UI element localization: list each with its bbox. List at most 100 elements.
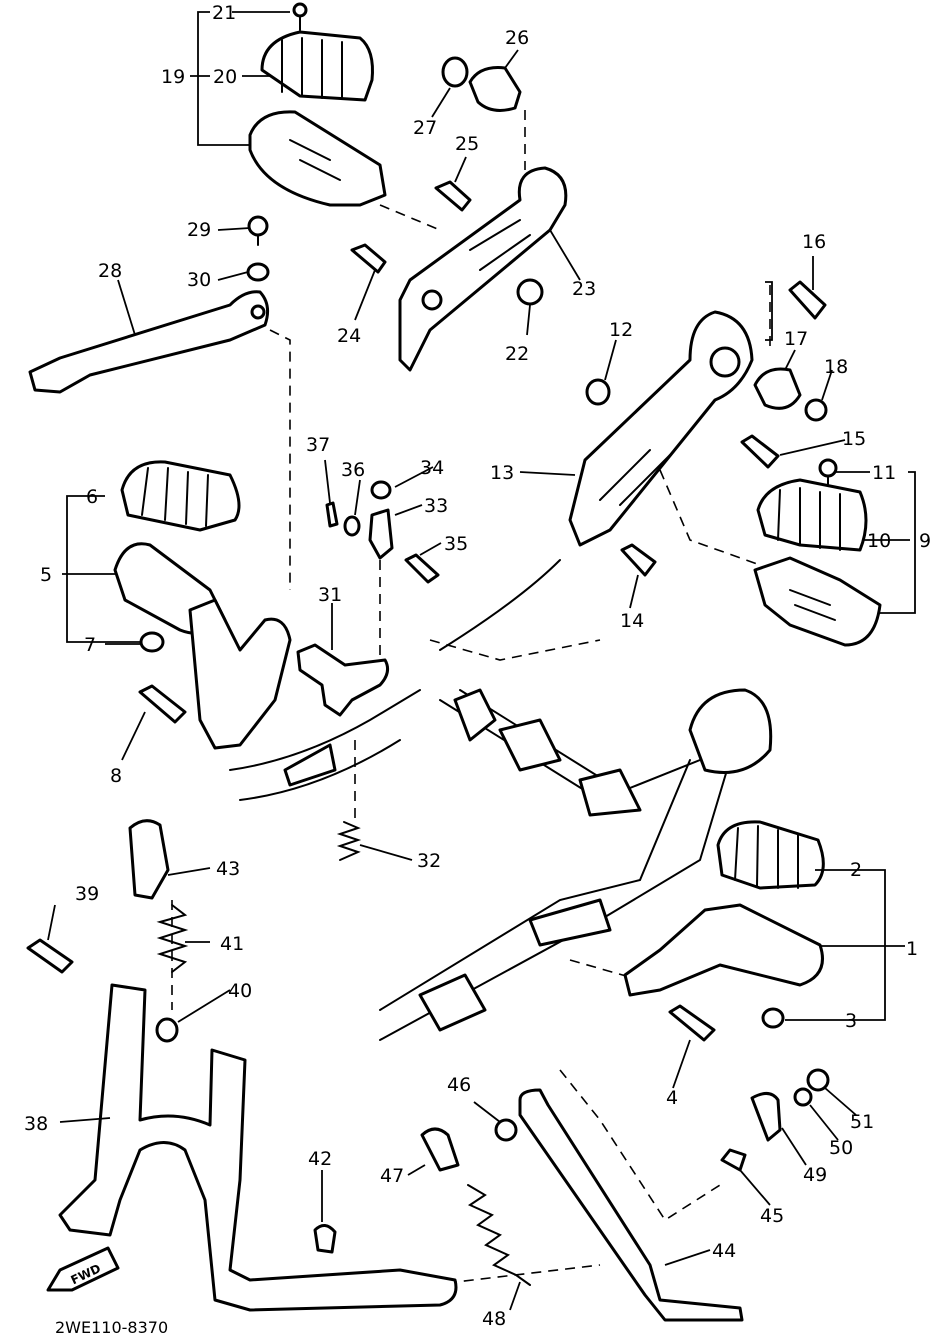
part-8-bolt: [138, 684, 187, 724]
part-23-footrest-bracket: [398, 166, 568, 372]
part-39-bolt: [26, 938, 74, 974]
callout-33: 33: [424, 495, 448, 517]
part-42-nut: [313, 1224, 337, 1254]
part-30-nut: [246, 262, 270, 282]
part-4-bolt: [668, 1004, 716, 1042]
part-22-nut: [516, 278, 544, 306]
callout-36: 36: [341, 459, 365, 481]
callout-2: 2: [850, 859, 862, 881]
part-33-lever: [368, 508, 394, 560]
callout-44: 44: [712, 1240, 736, 1262]
part-44-side-stand: [518, 1088, 744, 1322]
part-10-footrest-rubber: [756, 478, 868, 552]
part-19-footrest: [248, 110, 387, 207]
callout-19: 19: [161, 66, 185, 88]
callout-40: 40: [228, 980, 252, 1002]
part-9-footrest: [753, 556, 882, 647]
callout-16: 16: [802, 231, 826, 253]
callout-35: 35: [444, 533, 468, 555]
part-1-footrest: [623, 903, 824, 997]
frame-outline: [229, 559, 773, 1041]
callout-3: 3: [845, 1010, 857, 1032]
part-43-plate: [128, 819, 170, 900]
part-47-plate: [420, 1127, 460, 1172]
part-25-bolt: [434, 180, 472, 212]
callout-5: 5: [40, 564, 52, 586]
fwd-direction-arrow: FWD: [46, 1246, 120, 1292]
callout-23: 23: [572, 278, 596, 300]
part-38-main-stand: [58, 983, 458, 1312]
callout-43: 43: [216, 858, 240, 880]
callout-14: 14: [620, 610, 644, 632]
callout-6: 6: [86, 486, 98, 508]
part-12-bushing: [585, 378, 611, 406]
callout-30: 30: [187, 269, 211, 291]
callout-46: 46: [447, 1074, 471, 1096]
callout-10: 10: [867, 530, 891, 552]
part-7-nut: [139, 631, 165, 653]
callout-31: 31: [318, 584, 342, 606]
callout-51: 51: [850, 1111, 874, 1133]
callout-49: 49: [803, 1164, 827, 1186]
part-18-nut: [804, 398, 828, 422]
callout-20: 20: [213, 66, 237, 88]
callout-8: 8: [110, 765, 122, 787]
part-11-bolt: [818, 458, 838, 491]
part-49-plate: [750, 1092, 782, 1142]
callout-18: 18: [824, 356, 848, 378]
part-45-bolt: [720, 1148, 747, 1172]
callout-50: 50: [829, 1137, 853, 1159]
callout-34: 34: [420, 457, 444, 479]
callout-15: 15: [842, 428, 866, 450]
part-32-spring: [336, 821, 362, 861]
callout-41: 41: [220, 933, 244, 955]
part-15-bolt: [740, 434, 780, 469]
part-16-bolt: [788, 280, 827, 320]
callout-29: 29: [187, 219, 211, 241]
part-6-footrest-rubber: [120, 460, 241, 532]
callout-26: 26: [505, 27, 529, 49]
callout-12: 12: [609, 319, 633, 341]
part-36-washer: [343, 515, 361, 537]
callout-numbers: 1 2 3 4 5 6 7 8 9 10 11 12 13 14 15 16 1…: [24, 2, 931, 1330]
part-17-collar: [753, 367, 802, 410]
part-26-collar: [468, 66, 522, 112]
leader-lines: [47, 11, 916, 1311]
callout-4: 4: [666, 1087, 678, 1109]
part-41-spring: [156, 904, 189, 973]
callout-21: 21: [212, 2, 236, 24]
callout-45: 45: [760, 1205, 784, 1227]
callout-11: 11: [872, 462, 896, 484]
part-40-nut: [155, 1017, 179, 1043]
callout-1: 1: [906, 938, 918, 960]
part-51-nut: [806, 1068, 830, 1092]
part-34-nut: [370, 480, 392, 500]
callout-47: 47: [380, 1165, 404, 1187]
part-3-nut: [761, 1007, 785, 1029]
callout-9: 9: [919, 530, 931, 552]
callout-42: 42: [308, 1148, 332, 1170]
part-28-brake-pedal: [28, 290, 270, 394]
callout-39: 39: [75, 883, 99, 905]
part-20-footrest-rubber: [260, 30, 374, 102]
callout-48: 48: [482, 1308, 506, 1330]
callout-17: 17: [784, 328, 808, 350]
callout-38: 38: [24, 1113, 48, 1135]
callout-32: 32: [417, 850, 441, 872]
callout-37: 37: [306, 434, 330, 456]
callout-27: 27: [413, 117, 437, 139]
part-35-bolt: [404, 553, 440, 584]
part-24-bolt: [350, 243, 387, 274]
part-27-bushing: [441, 56, 469, 88]
part-29-bolt: [247, 215, 269, 246]
part-46-nut: [494, 1118, 518, 1142]
callout-22: 22: [505, 343, 529, 365]
callout-28: 28: [98, 260, 122, 282]
footrest-bracket-left: [188, 598, 292, 750]
part-48-spring: [467, 1184, 531, 1286]
part-13-footrest-bracket: [568, 310, 754, 547]
part-2-footrest-rubber: [716, 820, 825, 890]
part-31-shaft: [296, 643, 390, 717]
part-21-bolt: [292, 2, 308, 31]
